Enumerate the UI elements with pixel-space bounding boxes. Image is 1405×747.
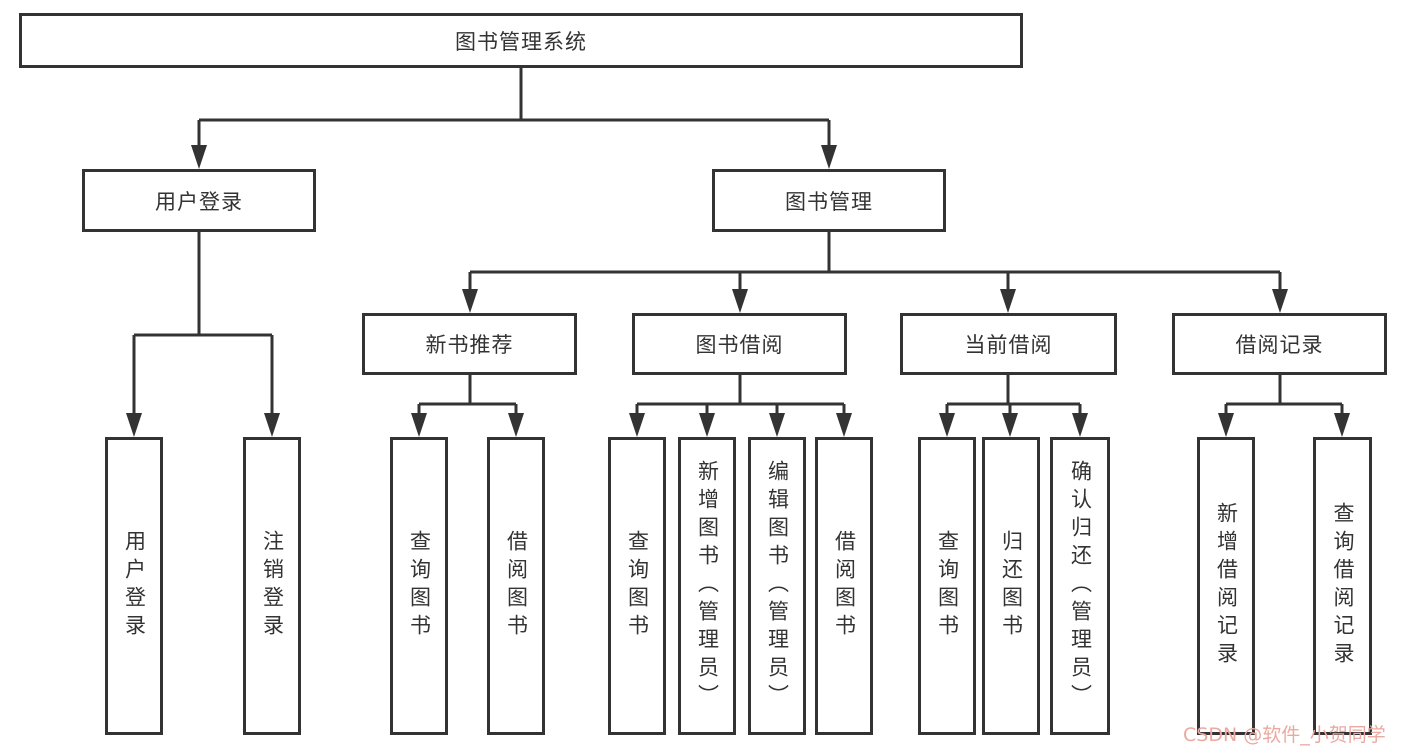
leaf-confirm-return-admin-label: 确认归还（管理员） [1068,460,1093,712]
leaf-return-books: 归还图书 [982,437,1040,735]
leaf-query-borrow-record: 查询借阅记录 [1313,437,1372,735]
csdn-watermark: CSDN @软件_小贺同学 [1183,724,1386,746]
leaf-user-login: 用户登录 [105,437,163,735]
leaf-query-books-3: 查询图书 [918,437,976,735]
node-current-borrow: 当前借阅 [900,313,1117,375]
leaf-borrow-books-2-label: 借阅图书 [832,530,857,642]
node-new-books-label: 新书推荐 [425,333,514,357]
node-borrow-records: 借阅记录 [1172,313,1387,375]
node-user-login: 用户登录 [82,169,316,232]
leaf-edit-books-admin: 编辑图书（管理员） [748,437,806,735]
leaf-query-books-2-label: 查询图书 [625,530,650,642]
leaf-user-login-label: 用户登录 [122,530,147,642]
leaf-logout: 注销登录 [243,437,301,735]
node-new-books: 新书推荐 [362,313,577,375]
node-book-borrow: 图书借阅 [632,313,847,375]
node-book-manage-label: 图书管理 [785,189,873,214]
leaf-query-books-1-label: 查询图书 [407,530,432,642]
leaf-confirm-return-admin: 确认归还（管理员） [1050,437,1110,735]
leaf-borrow-books-1: 借阅图书 [487,437,545,735]
leaf-query-borrow-record-label: 查询借阅记录 [1331,502,1355,670]
leaf-query-books-3-label: 查询图书 [935,530,960,642]
node-current-borrow-label: 当前借阅 [964,333,1053,357]
node-root-label: 图书管理系统 [455,29,587,54]
leaf-query-books-2: 查询图书 [608,437,666,735]
node-borrow-records-label: 借阅记录 [1235,333,1324,357]
node-user-login-label: 用户登录 [155,189,243,214]
leaf-borrow-books-2: 借阅图书 [815,437,873,735]
leaf-query-books-1: 查询图书 [390,437,448,735]
node-root: 图书管理系统 [19,13,1023,68]
leaf-add-borrow-record-label: 新增借阅记录 [1214,502,1239,670]
leaf-add-borrow-record: 新增借阅记录 [1197,437,1255,735]
leaf-logout-label: 注销登录 [260,530,285,642]
leaf-borrow-books-1-label: 借阅图书 [504,530,529,642]
leaf-edit-books-admin-label: 编辑图书（管理员） [765,460,790,712]
node-book-borrow-label: 图书借阅 [695,333,784,357]
leaf-add-books-admin-label: 新增图书（管理员） [695,460,720,712]
leaf-return-books-label: 归还图书 [999,530,1024,642]
node-book-manage: 图书管理 [712,169,946,232]
leaf-add-books-admin: 新增图书（管理员） [678,437,736,735]
